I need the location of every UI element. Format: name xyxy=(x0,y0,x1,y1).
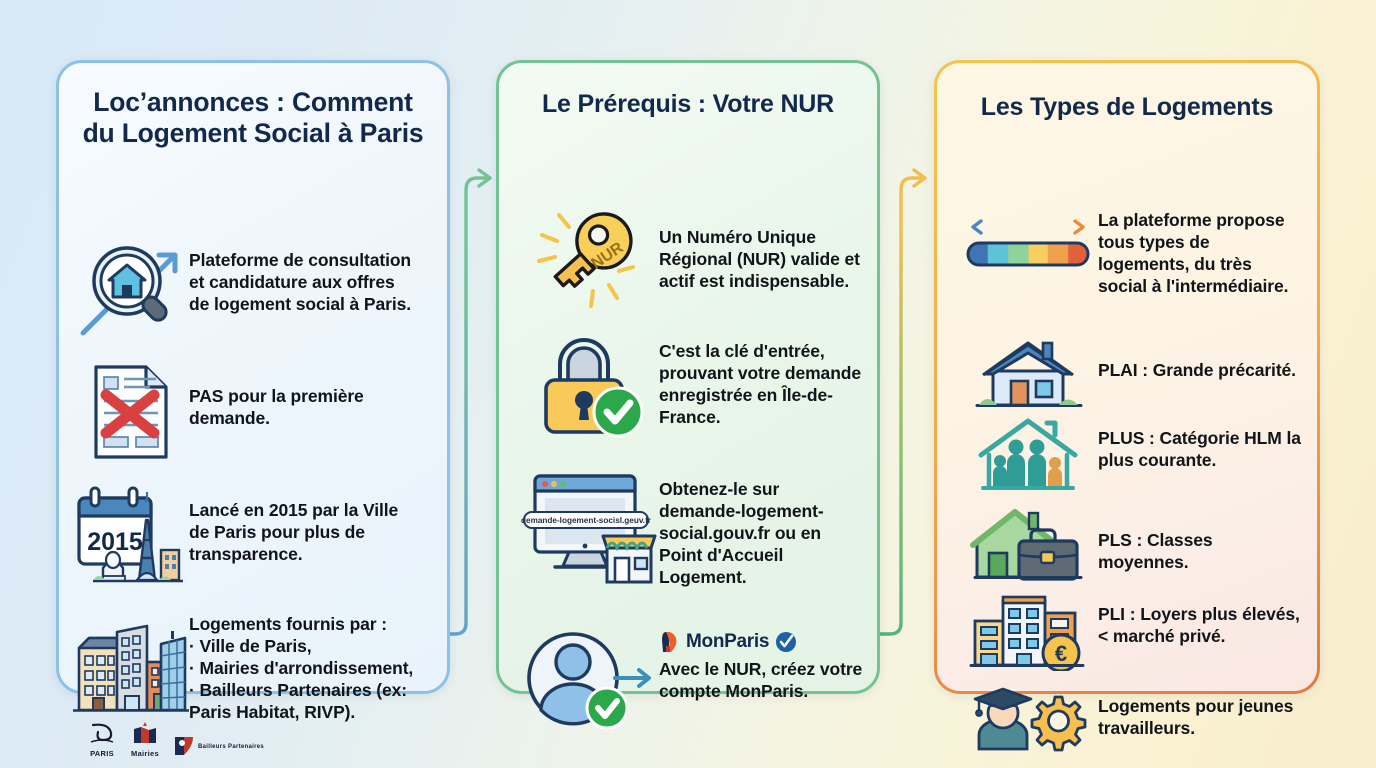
euro-symbol: € xyxy=(1055,641,1067,666)
logements-bullet-1: · Mairies d'arrondissement, xyxy=(189,658,414,678)
row-pli: € PLI : Loyers plus élevés, < marché pri… xyxy=(958,589,1310,673)
panel-types-logements: Les Types de Logements xyxy=(934,60,1320,752)
plus-rest: : Catégorie HLM la plus courante. xyxy=(1098,428,1301,470)
verified-badge-icon xyxy=(776,632,797,652)
paris-logo-label: PARIS xyxy=(90,749,114,758)
row-obtenez-text: Obtenez-le sur demande-logement-social.g… xyxy=(659,468,865,588)
row-lance-text: Lancé en 2015 par la Ville de Paris pour… xyxy=(189,500,399,564)
padlock-check-icon xyxy=(519,332,659,442)
row-nur-key-text: Un Numéro Unique Régional (NUR) valide e… xyxy=(659,227,860,291)
row-obtenez-le: demande-logement-socisl.geuv.fr Obtenez-… xyxy=(519,468,867,588)
obtenez-post: ou en Point d'Accueil Logement. xyxy=(659,523,822,587)
buildings-euro-icon: € xyxy=(958,589,1098,673)
row-plateforme-text: Plateforme de consultation et candidatur… xyxy=(189,250,412,314)
row-plai: PLAI : Grande précarité. xyxy=(958,335,1310,413)
pli-rest: : Loyers plus élevés, < marché privé. xyxy=(1098,604,1300,646)
logements-head: Logements fournis par : xyxy=(189,614,387,634)
mairies-logo-label: Mairies xyxy=(131,749,159,758)
row-jeunes-text: Logements pour jeunes travailleurs. xyxy=(1098,696,1294,738)
bailleurs-partenaires-logo: Bailleurs Partenaires xyxy=(173,734,264,758)
row-plus: PLUS : Catégorie HLM la plus courante. xyxy=(958,413,1310,495)
house-family-icon xyxy=(958,413,1098,495)
magnifier-house-icon xyxy=(73,235,189,343)
row-nur-key: NUR Un Numéro Unique Régional (NUR) vali… xyxy=(519,204,867,316)
panel-1-title: Loc’annonces : Comment du Logement Socia… xyxy=(82,87,424,148)
house-briefcase-icon xyxy=(958,505,1098,585)
row-pas-rest: pour la première demande. xyxy=(189,386,364,428)
row-plateforme: Plateforme de consultation et candidatur… xyxy=(73,235,425,343)
row-pas-text: PAS pour la première demande. xyxy=(189,361,417,429)
plai-rest: : Grande précarité. xyxy=(1137,360,1296,380)
plus-bold: PLUS xyxy=(1098,428,1145,448)
pls-rest: : Classes moyennes. xyxy=(1098,530,1213,572)
calendar-eiffel-icon: 2015 xyxy=(73,479,189,597)
user-account-check-icon xyxy=(519,620,659,736)
row-pls: PLS : Classes moyennes. xyxy=(958,505,1310,585)
row-plai-text: PLAI : Grande précarité. xyxy=(1098,335,1306,381)
graduate-gear-icon xyxy=(958,675,1098,755)
row-lance-2015: 2015 xyxy=(73,479,425,597)
logements-bullet-0: · Ville de Paris, xyxy=(189,636,312,656)
row-jeunes-travailleurs: Logements pour jeunes travailleurs. xyxy=(958,675,1310,755)
row-pls-text: PLS : Classes moyennes. xyxy=(1098,505,1306,573)
panel-2-title: Le Prérequis : Votre NUR xyxy=(541,90,835,118)
row-monparis-text: MonParis Avec le NUR, créez votre compte… xyxy=(659,620,865,702)
row-logements-fournis: Logements fournis par : · Ville de Paris… xyxy=(73,611,425,727)
panel-3-title: Les Types de Logements xyxy=(980,93,1274,121)
panel-prerequis-nur: Le Prérequis : Votre NUR xyxy=(496,60,880,730)
row-pas-premiere-demande: PAS pour la première demande. xyxy=(73,361,425,463)
pls-bold: PLS xyxy=(1098,530,1132,550)
row-pas-bold: PAS xyxy=(189,386,224,406)
row-logements-text: Logements fournis par : · Ville de Paris… xyxy=(189,611,421,723)
row-cle-entree-text: C'est la clé d'entrée, prouvant votre de… xyxy=(659,341,862,427)
row-plus-text: PLUS : Catégorie HLM la plus courante. xyxy=(1098,413,1306,471)
monparis-label: MonParis xyxy=(686,631,770,652)
row-monparis-account: MonParis Avec le NUR, créez votre compte… xyxy=(519,620,867,736)
document-cross-icon xyxy=(73,361,189,463)
house-blue-icon xyxy=(958,335,1098,413)
panel-loc-annonces: Loc’annonces : Comment du Logement Socia… xyxy=(56,60,450,758)
logements-bullet-2: · Bailleurs Partenaires (ex: Paris Habit… xyxy=(189,680,408,722)
partner-logos: PARIS Mairies xyxy=(87,721,264,758)
plai-bold: PLAI xyxy=(1098,360,1138,380)
monparis-desc: Avec le NUR, créez votre compte MonParis… xyxy=(659,659,863,701)
monparis-brand: MonParis xyxy=(659,630,865,654)
obtenez-url: demande-logement-social.gouv.fr xyxy=(659,501,824,543)
bailleurs-logo-label: Bailleurs Partenaires xyxy=(198,743,264,750)
url-pill-text: demande-logement-socisl.geuv.fr xyxy=(521,516,652,525)
obtenez-pre: Obtenez-le sur xyxy=(659,479,780,499)
pli-bold: PLI xyxy=(1098,604,1125,624)
row-spectrum: La plateforme propose tous types de loge… xyxy=(958,209,1310,297)
key-nur-icon: NUR xyxy=(519,204,659,316)
paris-logo: PARIS xyxy=(87,721,117,758)
browser-shop-icon: demande-logement-socisl.geuv.fr xyxy=(519,468,659,588)
row-pli-text: PLI : Loyers plus élevés, < marché privé… xyxy=(1098,589,1306,647)
buildings-icon xyxy=(73,611,189,727)
spectrum-arrow-icon xyxy=(958,209,1098,281)
row-spectrum-text: La plateforme propose tous types de loge… xyxy=(1098,210,1289,296)
monparis-logo-icon xyxy=(662,631,677,652)
row-cle-entree: C'est la clé d'entrée, prouvant votre de… xyxy=(519,332,867,442)
mairies-logo: Mairies xyxy=(130,721,160,758)
